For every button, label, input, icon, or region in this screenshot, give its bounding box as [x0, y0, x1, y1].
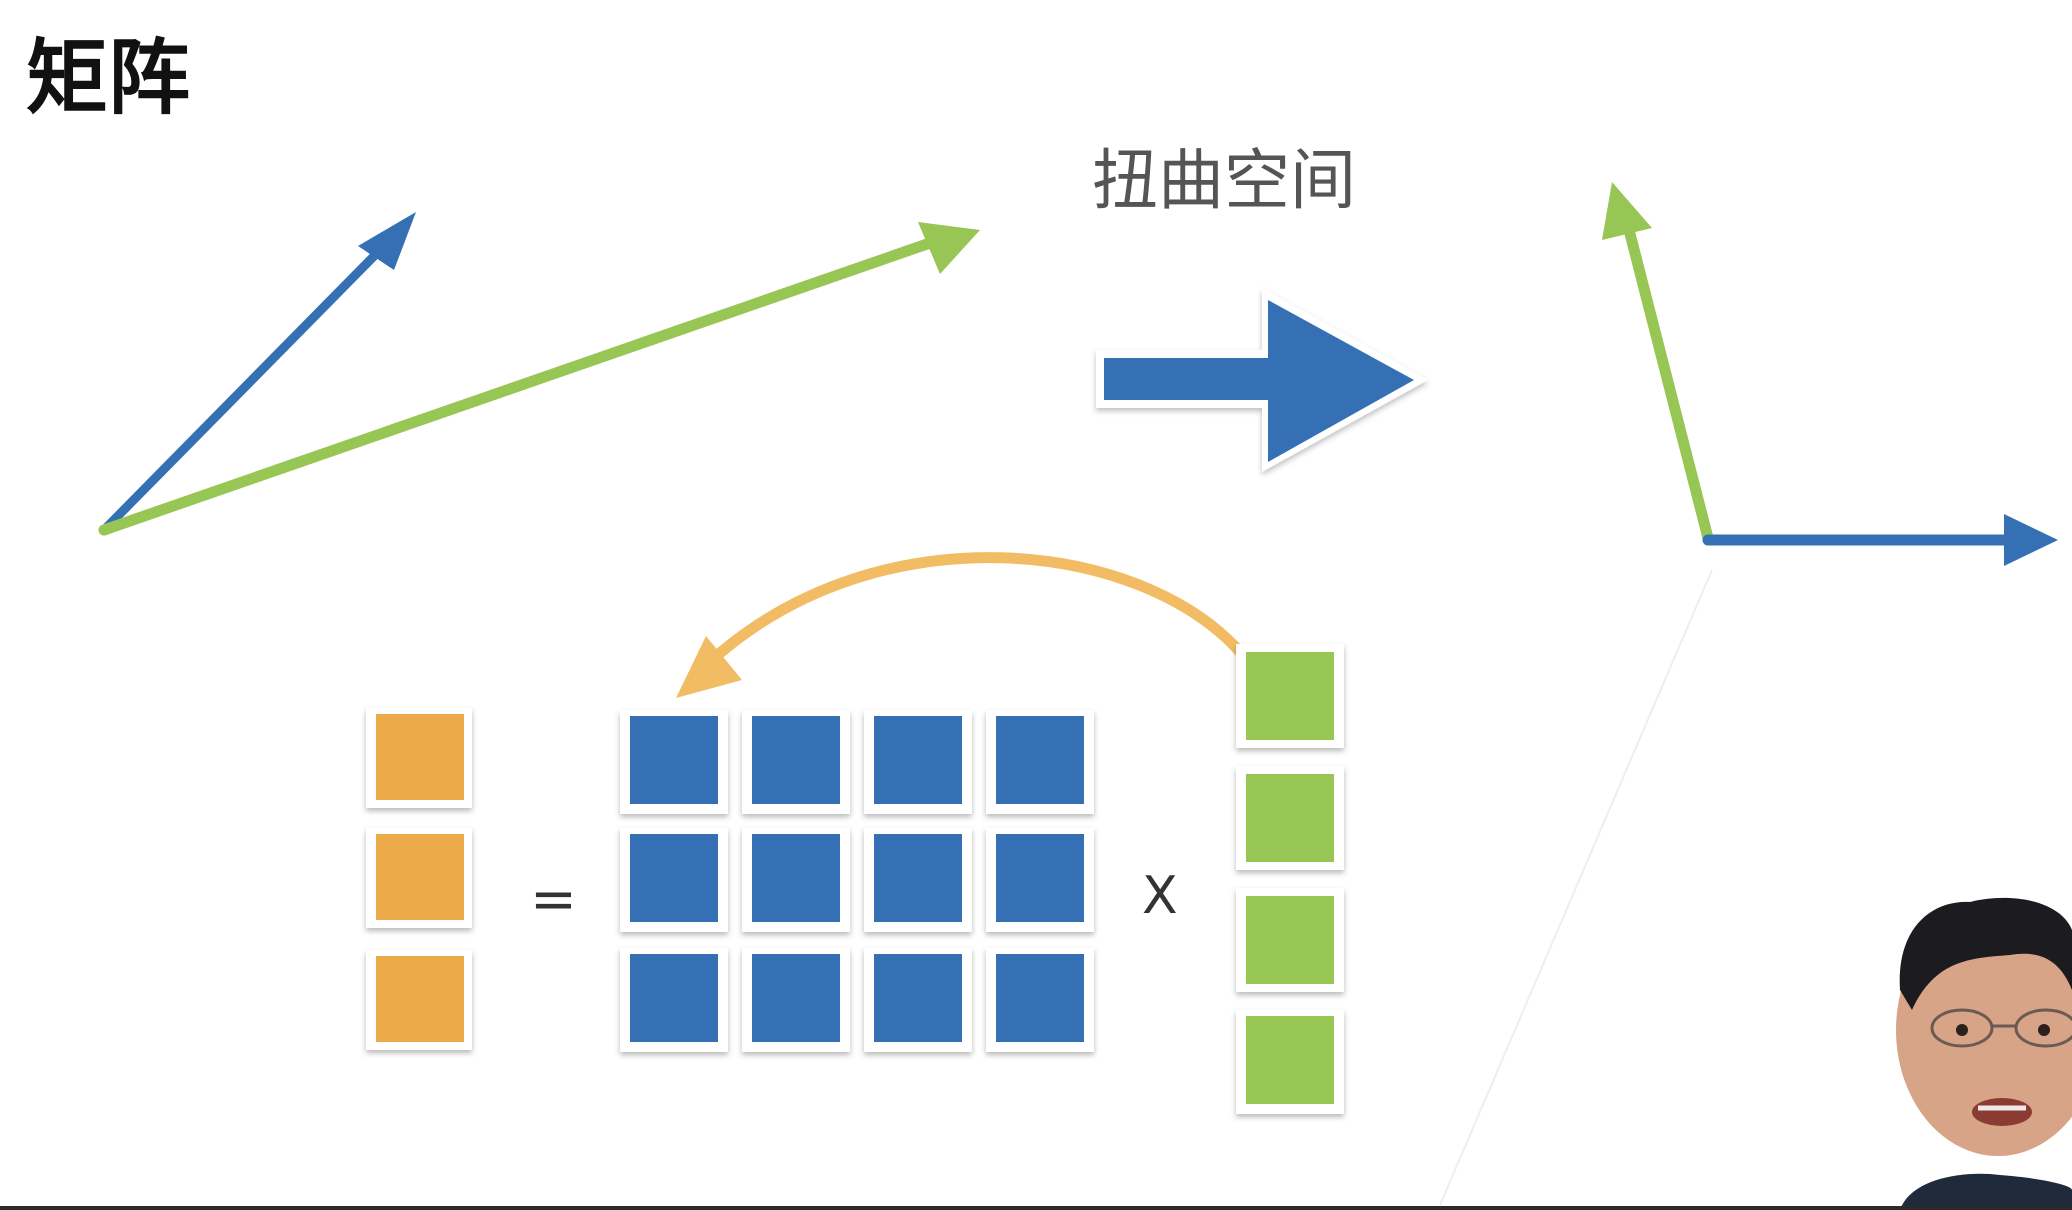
green-vector-original: [98, 222, 980, 536]
equals-sign: =: [530, 867, 577, 932]
matrix-cell: [996, 954, 1084, 1042]
input-vector: [1236, 644, 1344, 1114]
blue-vector-original: [99, 212, 416, 535]
matrix: [620, 710, 1094, 1052]
matrix-cell: [752, 954, 840, 1042]
matrix-cell: [752, 716, 840, 804]
curved-arrow-icon: [676, 552, 1246, 698]
matrix-cell: [630, 834, 718, 922]
matrix-cell: [874, 954, 962, 1042]
green-vector-transformed: [1602, 182, 1714, 544]
transformed-vectors: [1439, 182, 2058, 1206]
times-sign: X: [1142, 866, 1178, 926]
slide-subtitle: 扭曲空间: [1092, 142, 1356, 219]
matrix-cell: [874, 834, 962, 922]
bottom-edge: [0, 1206, 2072, 1210]
matrix-cell: [874, 716, 962, 804]
slide-title: 矩阵: [26, 31, 191, 126]
input-cell: [1246, 896, 1334, 984]
faint-guide-line: [1439, 569, 1713, 1206]
input-cell: [1246, 774, 1334, 862]
presenter-webcam-icon: [1896, 897, 2072, 1210]
matrix-cell: [630, 954, 718, 1042]
input-cell: [1246, 652, 1334, 740]
matrix-cell: [996, 716, 1084, 804]
transform-arrow-icon: [1096, 288, 1428, 472]
matrix-cell: [630, 716, 718, 804]
original-vectors: [98, 212, 980, 536]
blue-vector-transformed: [1702, 514, 2058, 566]
matrix-cell: [752, 834, 840, 922]
matrix-cell: [996, 834, 1084, 922]
output-vector: [366, 708, 472, 1050]
input-cell: [1246, 1016, 1334, 1104]
